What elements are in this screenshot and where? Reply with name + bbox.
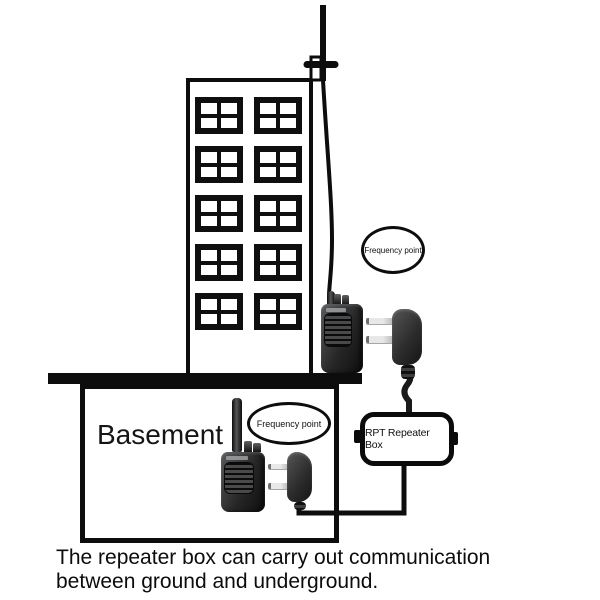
walkie-talkie-basement-icon	[221, 396, 267, 512]
caption-line-2: between ground and underground.	[56, 570, 379, 593]
two-pin-connector-ground-icon	[366, 309, 424, 379]
two-pin-connector-basement-icon	[268, 452, 314, 510]
connector-pin	[366, 318, 394, 324]
connector-pin	[268, 464, 289, 469]
building-window	[254, 293, 302, 330]
connector-pin	[366, 336, 394, 343]
radio-body	[321, 304, 363, 373]
radio-brand-strip	[226, 456, 248, 460]
frequency-point-label: Frequency point	[364, 245, 422, 255]
rpt-repeater-box-label: RPT Repeater Box	[365, 427, 430, 451]
antenna-clamp	[309, 55, 323, 82]
radio-knob	[253, 443, 261, 452]
building-window	[254, 195, 302, 232]
radio-antenna	[327, 291, 335, 306]
building-window	[195, 293, 243, 330]
repeater-box-right-nub	[451, 432, 458, 445]
radio-knob	[334, 294, 341, 305]
antenna-pole	[320, 5, 326, 81]
building-window	[195, 146, 243, 183]
frequency-point-ellipse-ground: Frequency point	[361, 226, 425, 274]
radio-body	[221, 452, 265, 512]
repeater-box-left-nub	[354, 430, 361, 443]
building-window	[254, 244, 302, 281]
radio-knob	[244, 441, 252, 452]
radio-antenna	[232, 398, 242, 452]
frequency-point-ellipse-basement: Frequency point	[247, 402, 331, 445]
building-window	[195, 244, 243, 281]
antenna-feed-cable	[321, 79, 335, 295]
radio-speaker-grille	[325, 314, 351, 346]
radio-brand-strip	[326, 308, 346, 312]
basement-label: Basement	[97, 419, 224, 450]
radio-knob	[342, 295, 349, 305]
connector-body	[392, 309, 422, 365]
connector-boot	[401, 365, 415, 379]
ground-line	[48, 373, 362, 384]
building	[186, 78, 313, 373]
building-windows	[190, 82, 309, 330]
connector-pin	[268, 483, 289, 489]
caption-line-1: The repeater box can carry out communica…	[56, 546, 491, 569]
antenna-mast-icon	[303, 5, 339, 82]
radio-speaker-grille	[225, 463, 253, 493]
caption: The repeater box can carry out communica…	[56, 546, 490, 594]
connector-boot	[294, 502, 306, 510]
connector-body	[287, 452, 312, 502]
walkie-talkie-ground-icon	[321, 291, 363, 373]
building-window	[195, 97, 243, 134]
rpt-repeater-box: RPT Repeater Box	[360, 412, 454, 466]
building-window	[195, 195, 243, 232]
building-window	[254, 97, 302, 134]
building-window	[254, 146, 302, 183]
frequency-point-label: Frequency point	[256, 418, 322, 429]
